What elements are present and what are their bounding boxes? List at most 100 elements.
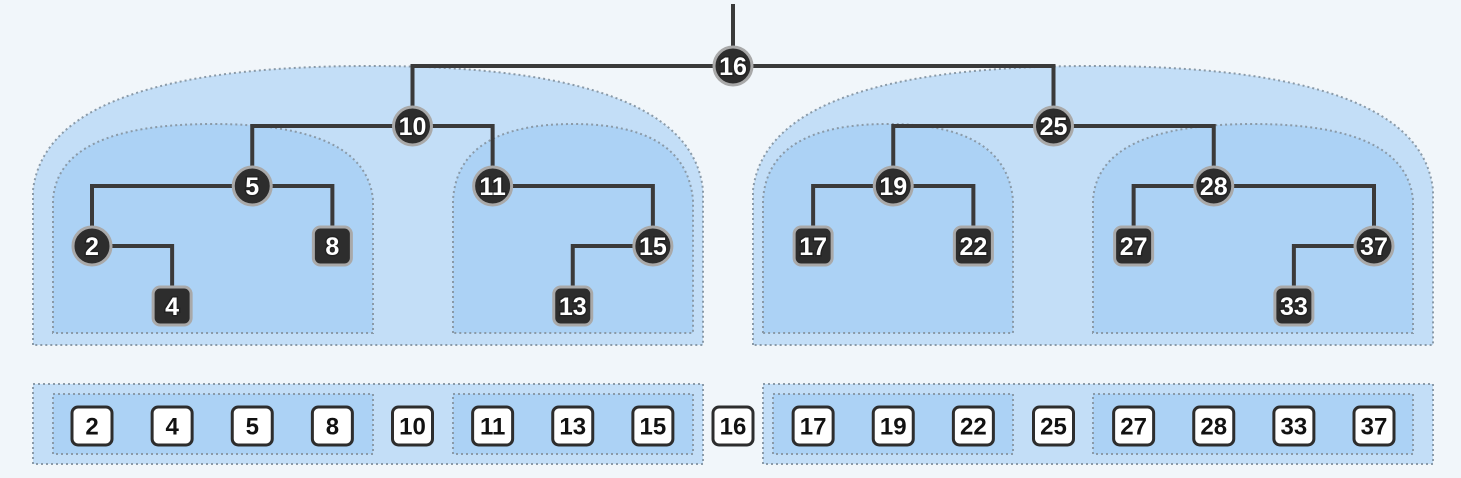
node-label: 2 — [85, 233, 99, 261]
array-cell: 22 — [951, 405, 995, 447]
leaf-node-box — [1273, 285, 1315, 327]
tree-node-circle — [872, 165, 914, 207]
tree-node: 25 — [1033, 105, 1074, 147]
leaf-node-box — [1113, 225, 1155, 267]
array-cell-label: 2 — [85, 414, 98, 441]
array-cell: 25 — [1032, 405, 1075, 447]
node-label: 5 — [245, 173, 259, 201]
node-label: 4 — [165, 293, 179, 321]
node-label: 8 — [325, 233, 339, 261]
array-cell: 37 — [1352, 405, 1396, 447]
array-cell-box — [631, 405, 675, 447]
array-cell-label: 17 — [800, 414, 827, 441]
tree-node: 16 — [712, 45, 754, 87]
array-cell-box — [1032, 405, 1075, 447]
leaf-node: 4 — [151, 285, 193, 327]
leaf-node-box — [151, 285, 193, 327]
node-label: 15 — [639, 233, 667, 261]
tree-node: 37 — [1353, 225, 1395, 267]
tree-node-circle — [392, 105, 433, 147]
tree-node-circle — [632, 225, 674, 267]
node-label: 10 — [399, 113, 427, 141]
array-cell: 10 — [391, 405, 434, 447]
node-label: 28 — [1200, 173, 1228, 201]
node-label: 33 — [1280, 293, 1308, 321]
leaf-node: 17 — [792, 225, 834, 267]
array-cell-label: 33 — [1281, 414, 1308, 441]
tree-node-circle — [1033, 105, 1074, 147]
array-cell-box — [1112, 405, 1156, 447]
leaf-node: 22 — [952, 225, 994, 267]
array-cell-box — [150, 405, 194, 447]
tree-node: 2 — [71, 225, 113, 267]
leaf-node-box — [311, 225, 353, 267]
tree-node-circle — [1353, 225, 1395, 267]
array-cell-box — [871, 405, 915, 447]
subtree-regions — [32, 64, 1434, 465]
array-cell: 33 — [1272, 405, 1316, 447]
tree-node-circle — [472, 165, 514, 207]
array-cell: 28 — [1192, 405, 1236, 447]
node-label: 16 — [719, 53, 747, 81]
array-cell-box — [1352, 405, 1396, 447]
array-cell-label: 4 — [165, 414, 179, 441]
tree-node-circle — [712, 45, 754, 87]
node-label: 17 — [799, 233, 827, 261]
tree-node: 5 — [231, 165, 273, 207]
array-cell-label: 8 — [326, 414, 339, 441]
sorted-array: 2 4 5 8 10 11 13 15 16 17 19 22 25 27 28 33 37 — [70, 405, 1396, 447]
tree-node: 10 — [392, 105, 433, 147]
leaf-node: 8 — [311, 225, 353, 267]
array-cell-label: 25 — [1040, 414, 1067, 441]
node-label: 27 — [1120, 233, 1148, 261]
leaf-node-box — [952, 225, 994, 267]
array-cell-label: 16 — [720, 414, 747, 441]
tree-node-circle — [71, 225, 113, 267]
array-cell: 11 — [471, 405, 515, 447]
array-cell-box — [551, 405, 595, 447]
array-cell-box — [471, 405, 515, 447]
subtree-region-right-left — [762, 122, 1014, 334]
array-cell: 16 — [711, 405, 755, 447]
node-label: 37 — [1360, 233, 1388, 261]
leaf-node-box — [552, 285, 594, 327]
array-cell-label: 37 — [1361, 414, 1388, 441]
array-cell: 17 — [791, 405, 835, 447]
node-label: 25 — [1040, 113, 1068, 141]
array-cell-box — [951, 405, 995, 447]
array-cell-label: 5 — [246, 414, 259, 441]
array-cell-box — [310, 405, 354, 447]
array-cell: 2 — [70, 405, 114, 447]
array-cell-box — [230, 405, 274, 447]
array-cell: 4 — [150, 405, 194, 447]
array-cell-label: 28 — [1200, 414, 1227, 441]
tree-node-circle — [231, 165, 273, 207]
tree-node: 19 — [872, 165, 914, 207]
array-cell-label: 10 — [399, 414, 426, 441]
array-cell-box — [391, 405, 434, 447]
array-cell-box — [1272, 405, 1316, 447]
leaf-node: 27 — [1113, 225, 1155, 267]
leaf-node: 13 — [552, 285, 594, 327]
node-label: 13 — [559, 293, 587, 321]
array-cell-label: 22 — [960, 414, 987, 441]
subtree-region-left-left — [52, 122, 374, 334]
array-cell-label: 19 — [880, 414, 907, 441]
tree-node: 28 — [1193, 165, 1235, 207]
node-label: 11 — [479, 173, 506, 201]
leaf-node: 33 — [1273, 285, 1315, 327]
array-cell-label: 27 — [1120, 414, 1147, 441]
array-cell-box — [1192, 405, 1236, 447]
array-cell-box — [791, 405, 835, 447]
tree-node: 11 — [472, 165, 514, 207]
array-cell-label: 15 — [640, 414, 667, 441]
leaf-node-box — [792, 225, 834, 267]
array-cell-label: 13 — [559, 414, 586, 441]
array-cell: 19 — [871, 405, 915, 447]
array-cell: 27 — [1112, 405, 1156, 447]
array-cell-box — [711, 405, 755, 447]
tree-node-circle — [1193, 165, 1235, 207]
tree-node: 15 — [632, 225, 674, 267]
